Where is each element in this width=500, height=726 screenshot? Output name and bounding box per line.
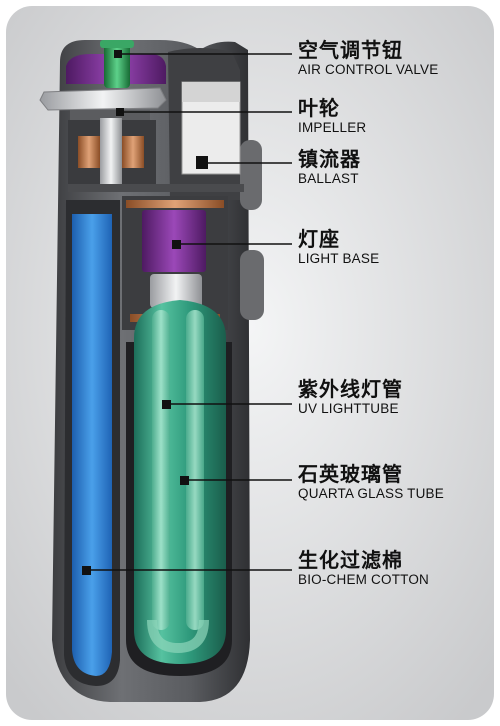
callout-impeller: 叶轮 IMPELLER [298, 96, 366, 136]
label-en: BIO-CHEM COTTON [298, 572, 429, 587]
leader-lines [82, 50, 292, 575]
label-en: AIR CONTROL VALVE [298, 62, 439, 77]
bio-chem-cotton [72, 214, 112, 676]
label-zh: 镇流器 [298, 147, 361, 171]
label-zh: 石英玻璃管 [298, 462, 403, 486]
callout-air-control-valve: 空气调节钮 AIR CONTROL VALVE [298, 38, 438, 78]
callout-quartz-glass-tube: 石英玻璃管 QUARTA GLASS TUBE [298, 462, 444, 502]
label-zh: 空气调节钮 [298, 38, 403, 62]
callout-bio-chem-cotton: 生化过滤棉 BIO-CHEM COTTON [298, 548, 429, 588]
label-en: UV LIGHTTUBE [298, 401, 399, 416]
top-assembly [39, 40, 244, 192]
label-en: BALLAST [298, 171, 359, 186]
label-en: LIGHT BASE [298, 251, 380, 266]
label-zh: 灯座 [298, 227, 340, 251]
callout-uv-lighttube: 紫外线灯管 UV LIGHTTUBE [298, 377, 403, 417]
label-en: IMPELLER [298, 120, 367, 135]
label-zh: 叶轮 [298, 96, 340, 120]
callout-ballast: 镇流器 BALLAST [298, 147, 361, 187]
callout-light-base: 灯座 LIGHT BASE [298, 227, 379, 267]
label-zh: 生化过滤棉 [298, 548, 403, 572]
label-zh: 紫外线灯管 [298, 377, 403, 401]
label-en: QUARTA GLASS TUBE [298, 486, 444, 501]
quartz-glass-tube [126, 300, 232, 676]
